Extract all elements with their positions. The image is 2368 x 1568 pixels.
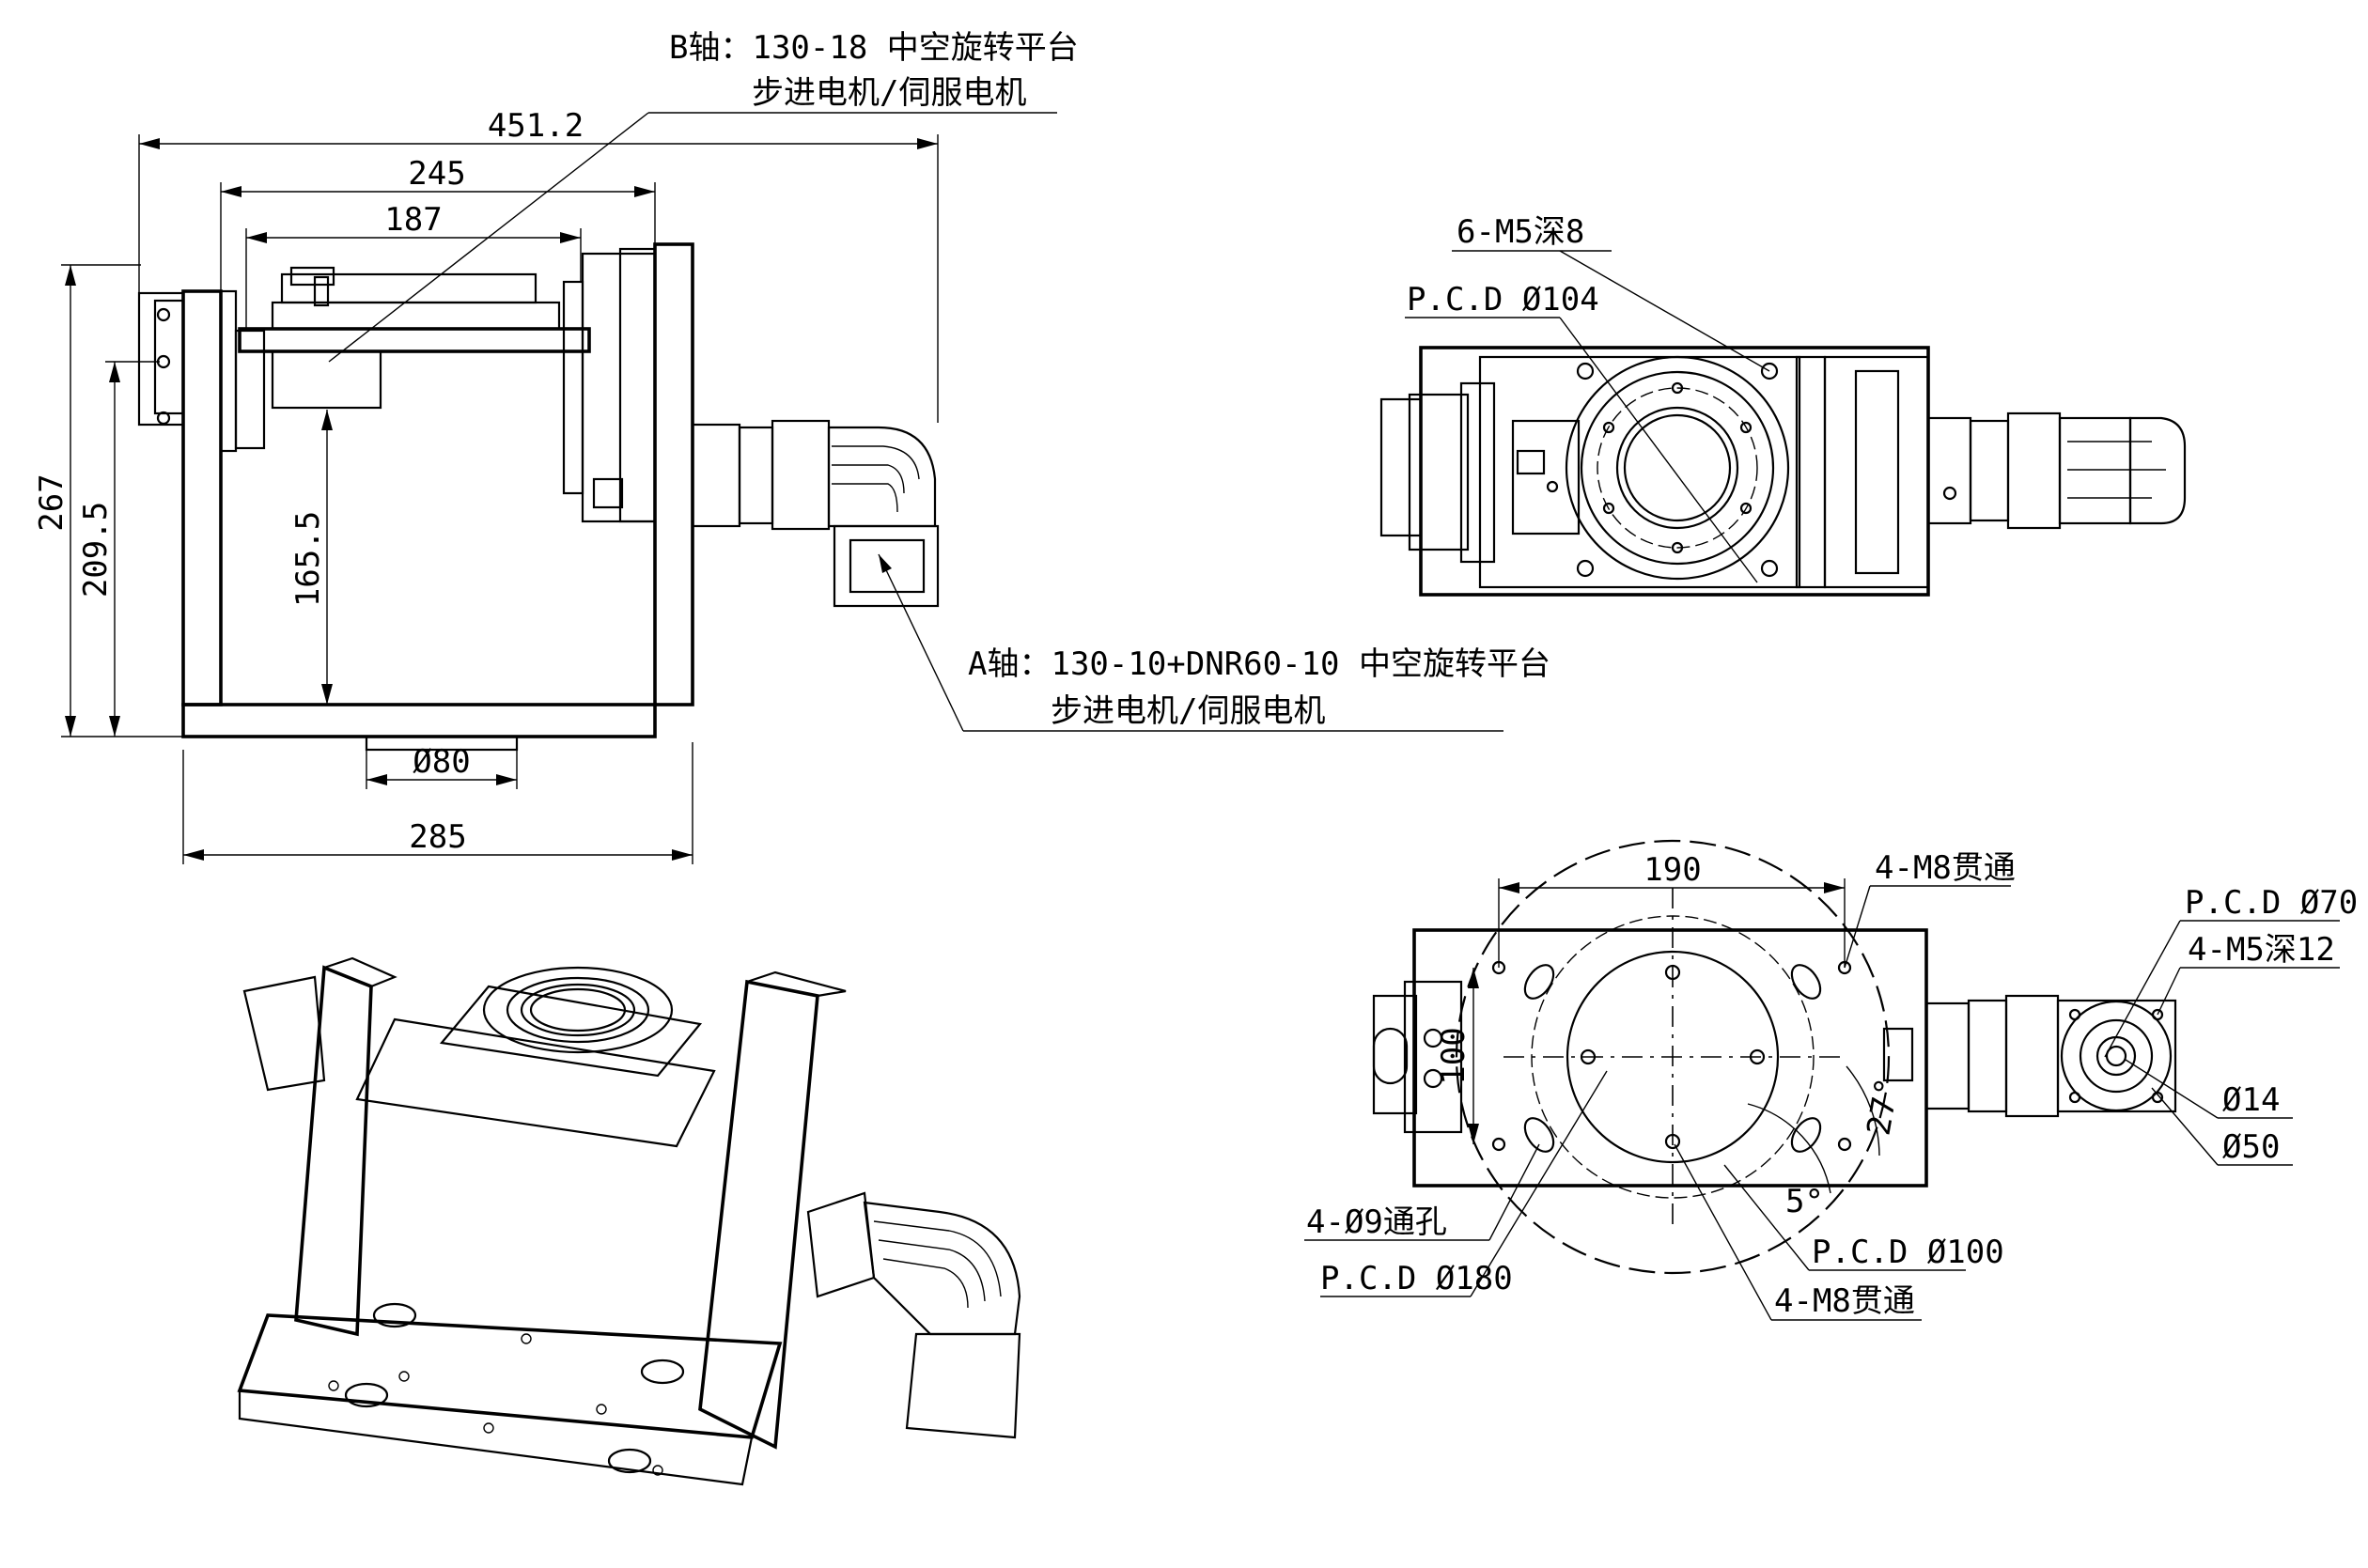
dim-overall-length: 451.2: [488, 107, 584, 145]
callout-b-line2: 步进电机/伺服电机: [752, 74, 1026, 112]
label-m8-bottom: 4-M8贯通: [1774, 1282, 1915, 1320]
label-m8-top: 4-M8贯通: [1875, 849, 2016, 887]
label-pcd-70: P.C.D Ø70: [2185, 884, 2358, 922]
label-d50: Ø50: [2222, 1128, 2280, 1166]
dim-angle-27: 27°: [1860, 1075, 1907, 1138]
dim-lines: [61, 134, 939, 864]
dim-height-total: 267: [33, 474, 70, 531]
top-view: 6-M5深8 P.C.D Ø104: [1379, 213, 2187, 597]
label-pcd-100: P.C.D Ø100: [1812, 1234, 2004, 1271]
dim-height-100: 100: [1435, 1027, 1472, 1084]
dim-base-diameter: Ø80: [413, 743, 470, 781]
side-view: 451.2 245 187 267 209.5 165.5 Ø80 285 B轴…: [33, 29, 1550, 864]
dim-angle-5: 5°: [1785, 1183, 1824, 1220]
bottom-view: 190 100 5° 27° 4-M8贯通 4-Ø9通孔 P.C.D Ø180 …: [1304, 839, 2358, 1321]
dim-base-width: 285: [409, 818, 466, 856]
dim-height-inner: 165.5: [289, 511, 327, 607]
dim-c-length: 187: [384, 201, 442, 239]
label-pcd-104: P.C.D Ø104: [1407, 281, 1599, 318]
label-d14: Ø14: [2222, 1081, 2280, 1119]
label-pcd-180: P.C.D Ø180: [1320, 1260, 1513, 1297]
callout-b-line1: B轴：130-18 中空旋转平台: [669, 29, 1079, 67]
label-m5-depth: 4-M5深12: [2188, 931, 2335, 969]
label-6-m5: 6-M5深8: [1457, 213, 1584, 251]
callout-a-line2: 步进电机/伺服电机: [1051, 692, 1325, 730]
dim-b-length: 245: [408, 155, 465, 193]
label-thru-holes: 4-Ø9通孔: [1306, 1203, 1447, 1241]
callout-a-line1: A轴：130-10+DNR60-10 中空旋转平台: [968, 645, 1550, 683]
dim-width-190: 190: [1644, 851, 1701, 889]
dim-height-mid: 209.5: [77, 502, 115, 598]
isometric-view: [237, 956, 1021, 1486]
